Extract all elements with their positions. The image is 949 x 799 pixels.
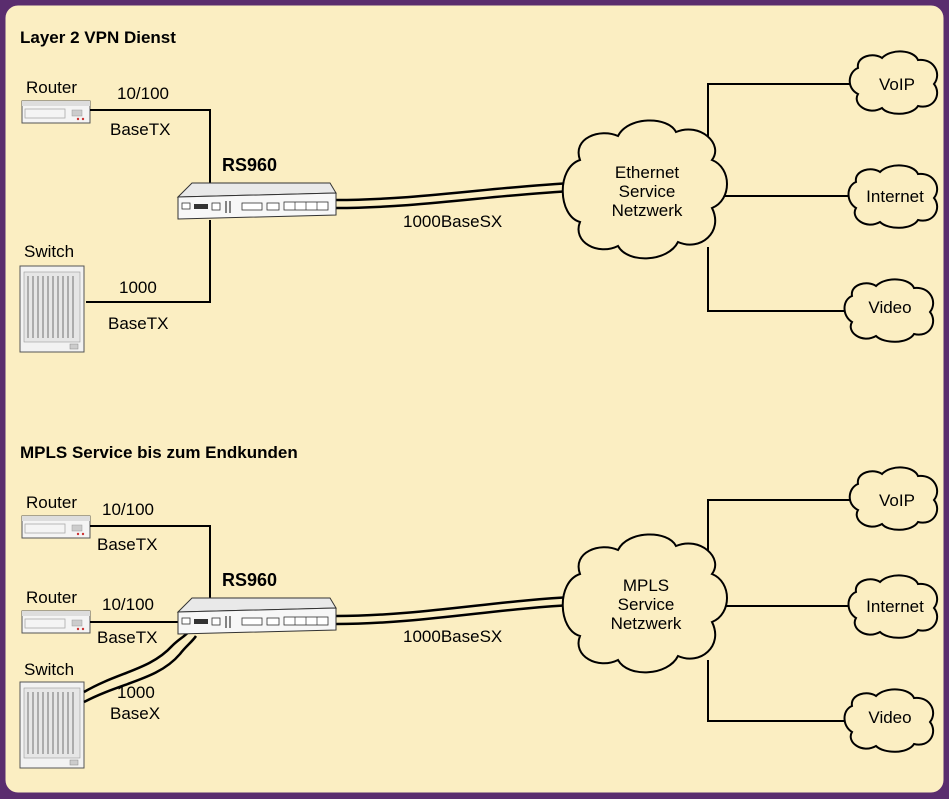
section1-router-label: Router [26,78,77,97]
section1-links [86,83,858,312]
section2-uplink-label: 1000BaseSX [403,627,502,646]
switch-icon [19,265,85,353]
video-cloud-icon [843,688,935,753]
section2-router2-link-top: 10/100 [102,595,154,614]
voip-cloud-icon [848,466,939,531]
section2-switch-link-bottom: BaseX [110,704,160,723]
router-icon [21,610,91,634]
section-layer2-vpn: Layer 2 VPN Dienst Router 10/100 BaseTX … [19,28,939,353]
section2-router1-link-top: 10/100 [102,500,154,519]
section2-service-voip: VoIP [879,491,915,510]
section1-cloud-line3: Netzwerk [612,201,683,220]
section1-router-link-top: 10/100 [117,84,169,103]
section2-router1-link-bottom: BaseTX [97,535,157,554]
section1-title: Layer 2 VPN Dienst [20,28,176,47]
section2-service-internet: Internet [866,597,924,616]
section2-router2-link-bottom: BaseTX [97,628,157,647]
section2-device-label: RS960 [222,570,277,590]
voip-cloud-icon [848,50,939,115]
section1-uplink-label: 1000BaseSX [403,212,502,231]
internet-cloud-icon [847,164,939,229]
section1-device-label: RS960 [222,155,277,175]
section2-switch-fiber [83,629,198,704]
cloud-icon [561,119,728,260]
section1-uplink-fiber [335,181,576,210]
section2-title: MPLS Service bis zum Endkunden [20,443,298,462]
rs960-switch-icon [177,597,337,635]
cloud-icon [561,533,728,674]
section1-switch-link-bottom: BaseTX [108,314,168,333]
internet-cloud-icon [847,574,939,639]
section2-router2-label: Router [26,588,77,607]
video-cloud-icon [843,278,935,343]
section1-router-link-bottom: BaseTX [110,120,170,139]
rs960-switch-icon [177,182,337,220]
router-icon [21,100,91,124]
section1-cloud-line1: Ethernet [615,163,680,182]
section2-switch-link-top: 1000 [117,683,155,702]
section1-service-internet: Internet [866,187,924,206]
section2-router1-label: Router [26,493,77,512]
switch-icon [19,681,85,769]
section1-switch-label: Switch [24,242,74,261]
section1-service-voip: VoIP [879,75,915,94]
section-mpls-service: MPLS Service bis zum Endkunden Router 10… [19,443,939,769]
section2-links [90,499,858,722]
section2-uplink-fiber [335,595,576,626]
section1-service-video: Video [868,298,911,317]
section2-cloud-line2: Service [618,595,675,614]
router-icon [21,515,91,539]
section2-cloud-line3: Netzwerk [611,614,682,633]
section2-switch-label: Switch [24,660,74,679]
section2-cloud-line1: MPLS [623,576,669,595]
section1-switch-link-top: 1000 [119,278,157,297]
section1-cloud-line2: Service [619,182,676,201]
section2-service-video: Video [868,708,911,727]
